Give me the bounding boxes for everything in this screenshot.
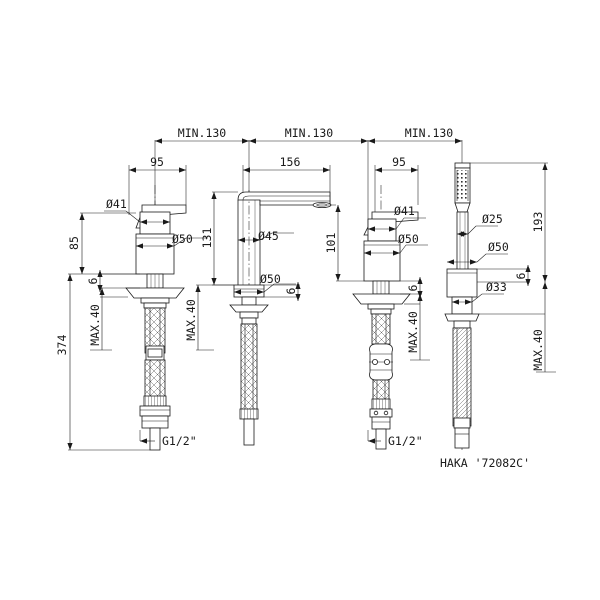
drawing-code-label: HAKA '72082C' xyxy=(440,456,530,470)
dimension-d50-spout-label: Ø50 xyxy=(260,272,281,286)
fixture-single-lever-mixer-right xyxy=(352,185,419,450)
dimension-101-label: 101 xyxy=(324,233,338,254)
dimension-max40-spout: MAX.40 xyxy=(184,284,234,351)
dimension-d41-right: Ø41 xyxy=(368,204,426,232)
dimension-max40-shower-label: MAX.40 xyxy=(531,329,545,371)
vertical-dimension-85: 85 xyxy=(67,212,136,275)
dimension-min130-c: MIN.130 xyxy=(405,126,454,140)
dimension-d45: Ø45 xyxy=(238,229,294,243)
dimension-101: 101 xyxy=(316,204,364,282)
dimension-6-spout-label: 6 xyxy=(284,287,298,294)
dimension-85-label: 85 xyxy=(67,236,81,250)
dimension-d50-left: Ø50 xyxy=(136,232,208,249)
dimension-max40-left: MAX.40 xyxy=(88,288,128,351)
dimension-d50-right-label: Ø50 xyxy=(398,232,419,246)
dimension-max40-shower: MAX.40 xyxy=(479,282,556,373)
thread-label-g12-right: G1/2" xyxy=(367,430,423,448)
dimension-max40-left-label: MAX.40 xyxy=(88,304,102,346)
dimension-max40-right-label: MAX.40 xyxy=(406,311,420,353)
dimension-374-label: 374 xyxy=(55,335,69,356)
dimension-d25-label: Ø25 xyxy=(482,212,503,226)
dimension-6-shower: 6 xyxy=(477,265,531,286)
dimension-6-left-label: 6 xyxy=(86,277,100,284)
thread-g12-left-label: G1/2" xyxy=(162,434,197,448)
fixture-spout xyxy=(229,190,332,446)
dimension-d50-shower-label: Ø50 xyxy=(488,240,509,254)
dimension-131: 131 xyxy=(200,191,238,286)
fixture-handshower xyxy=(444,162,480,450)
fixture-single-lever-mixer-left xyxy=(125,185,187,451)
dimension-d25: Ø25 xyxy=(457,212,503,237)
dimension-d41-right-label: Ø41 xyxy=(394,204,415,218)
spacing-dimension-chain: MIN.130 MIN.130 MIN.130 xyxy=(154,126,463,240)
thread-label-g12-left: G1/2" xyxy=(139,430,197,448)
dimension-d33-label: Ø33 xyxy=(486,280,507,294)
dimension-d33: Ø33 xyxy=(452,280,507,305)
dimension-193: 193 xyxy=(470,162,548,282)
dimension-193-label: 193 xyxy=(531,212,545,233)
dimension-d45-label: Ø45 xyxy=(258,229,279,243)
dimension-131-label: 131 xyxy=(200,228,214,249)
dimension-95-left: 95 xyxy=(150,155,164,169)
dimension-95-right: 95 xyxy=(392,155,406,169)
dimension-d41-left-label: Ø41 xyxy=(106,197,127,211)
dimension-6-spout: 6 xyxy=(264,282,301,301)
dimension-max40-right: MAX.40 xyxy=(404,294,430,361)
dimension-d50-left-label: Ø50 xyxy=(172,232,193,246)
dimension-min130-b: MIN.130 xyxy=(285,126,334,140)
dimension-6-right-label: 6 xyxy=(406,284,420,291)
dimension-d50-shower: Ø50 xyxy=(447,240,509,265)
vertical-dimension-374: 374 xyxy=(55,273,150,451)
dimension-max40-spout-label: MAX.40 xyxy=(184,299,198,341)
dimension-d50-right: Ø50 xyxy=(364,232,428,256)
dimension-156: 156 xyxy=(280,155,301,169)
dimension-min130-a: MIN.130 xyxy=(178,126,227,140)
thread-g12-right-label: G1/2" xyxy=(388,434,423,448)
dimension-6-shower-label: 6 xyxy=(514,272,528,279)
dimension-d50-spout: Ø50 xyxy=(234,272,296,295)
